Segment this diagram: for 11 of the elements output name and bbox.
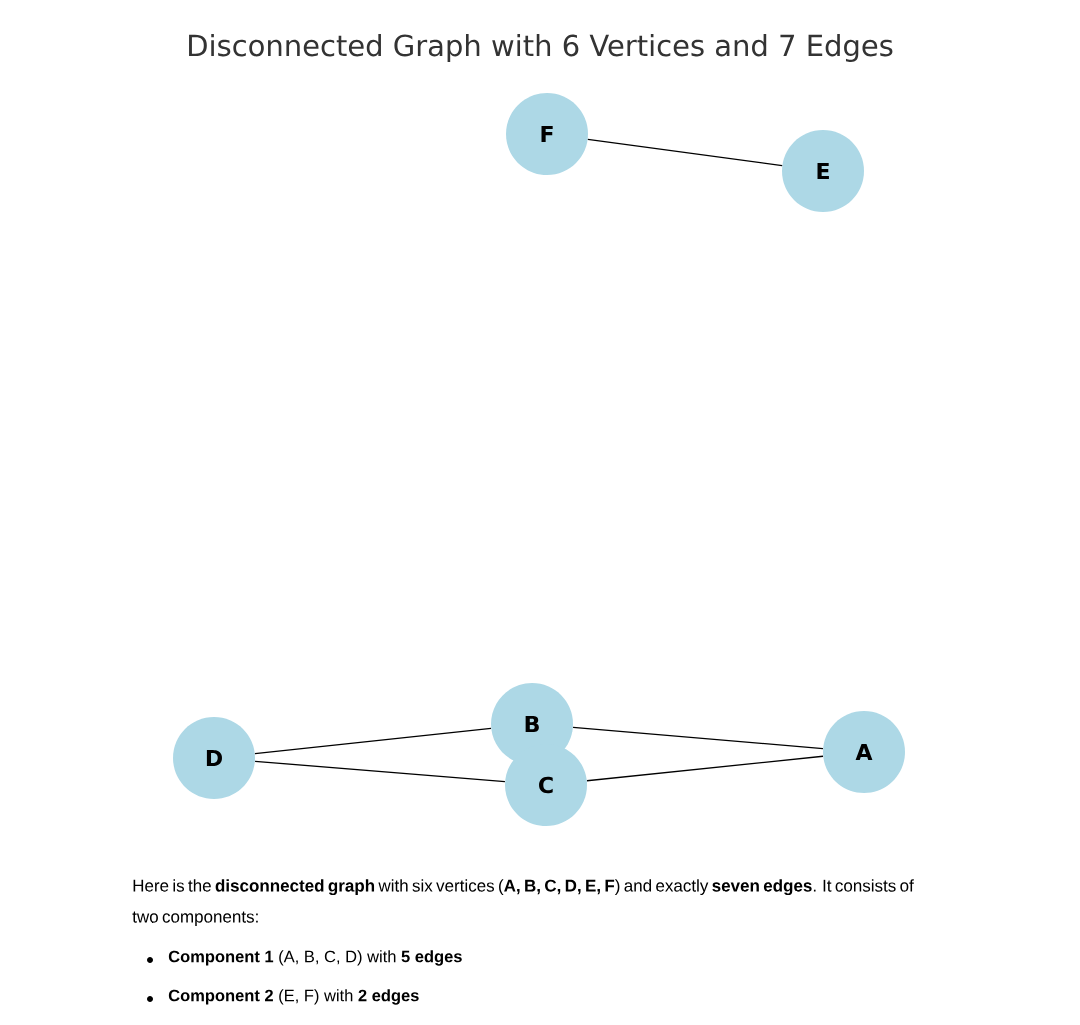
list-item: Component 2 (E, F) with 2 edges [168, 989, 419, 1005]
edge-line [254, 760, 506, 783]
node-label: C [539, 776, 553, 794]
edge-line [254, 727, 492, 755]
edge-line [586, 755, 824, 782]
paragraph: Here is the disconnected graph with six vertices (A, B, C, D, E, F) and exactly seven edges. It consists of two components: [132, 879, 914, 927]
node-label: B [525, 715, 539, 733]
edge-line [587, 138, 783, 167]
title: Disconnected Graph with 6 Vertices and 7 Edges [189, 33, 893, 63]
edge-line [572, 726, 824, 750]
list-item: Component 1 (A, B, C, D) with 5 edges [168, 950, 462, 966]
